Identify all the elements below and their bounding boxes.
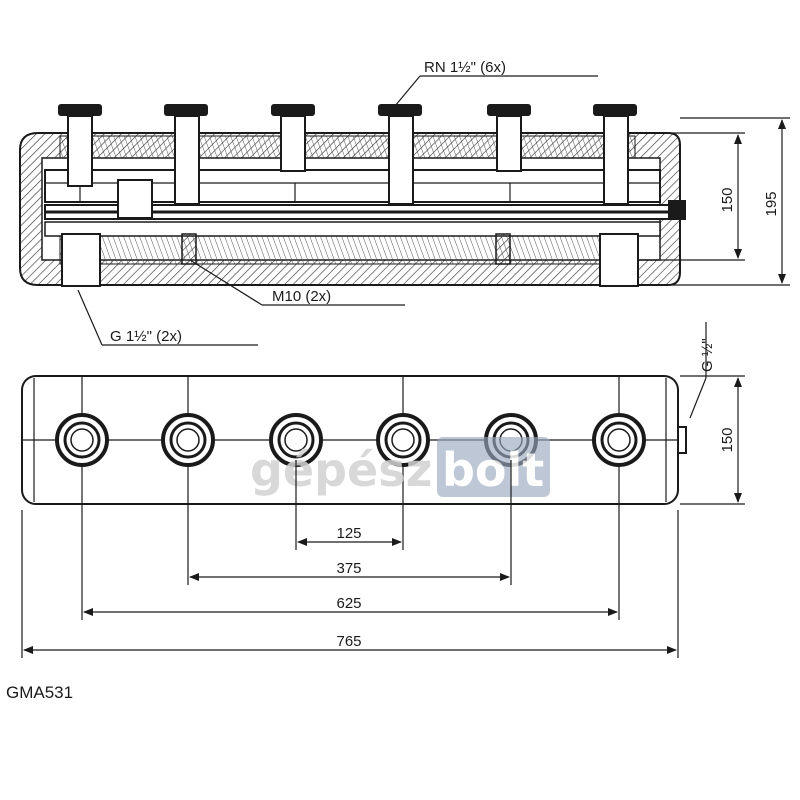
top-connection (164, 104, 208, 205)
bracket-block (117, 179, 153, 219)
watermark-part2: bolt (442, 443, 544, 497)
rn-connection-label: RN 1½" (6x) (424, 59, 506, 76)
bottom-inlet-left (61, 233, 101, 287)
model-code: GMA531 (6, 683, 73, 702)
leader-g-side: G ½" (689, 322, 716, 419)
port (161, 413, 215, 467)
section-view (19, 104, 686, 287)
top-connection (487, 104, 531, 172)
watermark-part1: gépész (250, 443, 432, 497)
top-connection (271, 104, 315, 172)
dim-side-195: 195 (763, 191, 780, 216)
bolt (181, 233, 197, 265)
front-height-dimension: 150 (680, 375, 745, 505)
dim-125: 125 (336, 525, 361, 542)
side-dimensions: 150 195 (640, 117, 790, 286)
port (592, 413, 646, 467)
side-plug (668, 200, 686, 220)
m10-bolt-label: M10 (2x) (272, 288, 331, 305)
dim-375: 375 (336, 560, 361, 577)
top-connection (58, 104, 102, 187)
dim-765: 765 (336, 633, 361, 650)
watermark-logo: gépész bolt (250, 437, 550, 497)
bolt (495, 233, 511, 265)
leader-m10: M10 (2x) (189, 259, 405, 306)
port (269, 413, 323, 467)
port (376, 413, 430, 467)
dim-front-150: 150 (719, 427, 736, 452)
top-connection (593, 104, 637, 205)
g-side-label: G ½" (699, 338, 716, 372)
bottom-inlet-right (599, 233, 639, 287)
top-connection (378, 104, 422, 205)
leader-g-inlet: G 1½" (2x) (77, 289, 258, 346)
top-connections (58, 104, 637, 205)
dim-625: 625 (336, 595, 361, 612)
dim-side-150: 150 (719, 187, 736, 212)
port (55, 413, 109, 467)
leader-rn: RN 1½" (6x) (394, 59, 598, 107)
g-inlet-label: G 1½" (2x) (110, 328, 182, 345)
horizontal-dimensions: 125 375 625 765 (21, 460, 679, 658)
front-side-plug (677, 426, 687, 454)
